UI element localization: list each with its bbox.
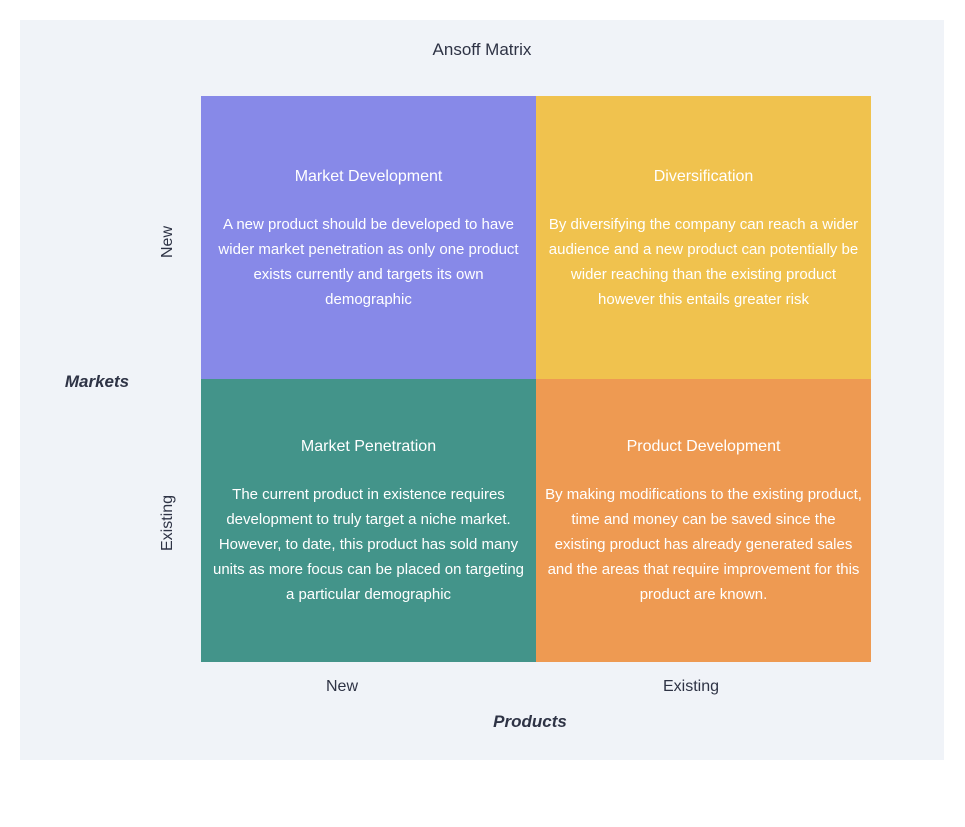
quadrant-description: By diversifying the company can reach a … <box>548 215 859 308</box>
quadrant-market-development: Market Development A new product should … <box>201 96 536 379</box>
quadrant-name: Market Penetration <box>300 438 437 455</box>
y-axis-title: Markets <box>64 372 130 391</box>
x-axis-title: Products <box>493 712 567 731</box>
quadrant-name: Diversification <box>653 167 754 185</box>
quadrant-description: The current product in existence require… <box>212 486 525 603</box>
quadrant-grid: Market Development A new product should … <box>201 96 871 662</box>
y-axis-tick-new: New <box>159 225 176 259</box>
x-axis-tick-existing: Existing <box>662 678 720 695</box>
quadrant-name: Market Development <box>294 167 443 185</box>
quadrant-name: Product Development <box>626 438 781 455</box>
quadrant-description: By making modifications to the existing … <box>545 486 862 603</box>
quadrant-product-development: Product Development By making modificati… <box>536 379 871 662</box>
chart-panel: Ansoff Matrix Market Development A new p… <box>20 20 944 760</box>
chart-title: Ansoff Matrix <box>432 40 532 59</box>
quadrant-description: A new product should be developed to hav… <box>218 215 519 308</box>
y-axis-tick-existing: Existing <box>159 494 176 552</box>
quadrant-market-penetration: Market Penetration The current product i… <box>201 379 536 662</box>
x-axis-tick-new: New <box>325 678 359 695</box>
quadrant-diversification: Diversification By diversifying the comp… <box>536 96 871 379</box>
